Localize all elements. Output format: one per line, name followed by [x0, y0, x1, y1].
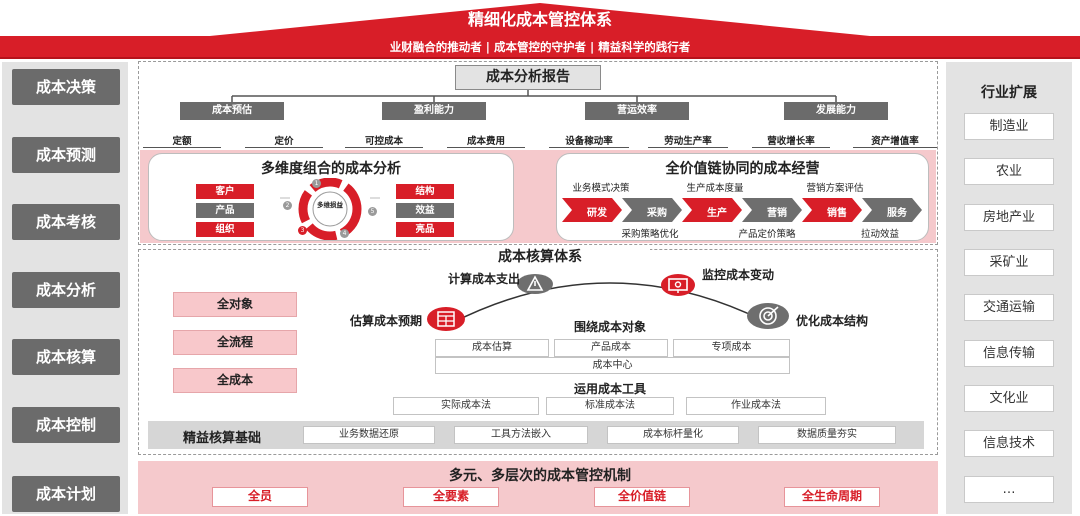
dim-center-label: 多维损益 — [317, 201, 343, 209]
mechanism-item[interactable]: 全要素 — [403, 487, 499, 507]
calculator-icon — [427, 307, 465, 331]
report-tree-lines — [231, 90, 837, 102]
report-leaf: 成本费用 — [447, 133, 525, 148]
right-panel: 行业扩展 制造业 农业 房地产业 采矿业 交通运输 信息传输 文化业 信息技术 … — [946, 62, 1072, 514]
roof-subtitle: 业财融合的推动者 | 成本管控的守护者 | 精益科学的践行者 — [389, 40, 691, 54]
report-leaf: 资产增值率 — [853, 133, 937, 148]
chain-stage: 销售 — [827, 208, 847, 219]
dim-step: 2 — [283, 201, 292, 210]
arc-label-left: 估算成本预期 — [349, 314, 422, 328]
dim-step: 4 — [340, 229, 349, 238]
object-cell: 专项成本 — [673, 339, 790, 357]
industry-item[interactable]: 信息传输 — [964, 340, 1054, 367]
value-chain-title: 全价值链协同的成本经营 — [665, 161, 820, 177]
tool-cell: 作业成本法 — [686, 397, 826, 415]
scope-button-process[interactable]: 全流程 — [173, 330, 297, 355]
foundation-title: 精益核算基础 — [182, 431, 261, 446]
industry-title: 行业扩展 — [981, 85, 1037, 101]
value-chain-arrows — [562, 198, 922, 222]
chain-stage: 服务 — [887, 208, 907, 219]
dim-tag-structure: 结构 — [396, 184, 454, 199]
value-chain-top-label: 业务模式决策 — [572, 183, 630, 194]
report-leaf: 设备稼动率 — [549, 133, 629, 148]
warning-icon — [517, 274, 553, 294]
value-chain-box — [556, 153, 929, 241]
arc-label-top-right: 监控成本变动 — [702, 268, 775, 282]
objects-title: 围绕成本对象 — [573, 320, 646, 334]
accounting-title: 成本核算体系 — [430, 246, 650, 266]
dim-step: 1 — [312, 179, 321, 188]
report-title: 成本分析报告 — [455, 65, 601, 90]
left-item-analysis[interactable]: 成本分析 — [12, 272, 120, 308]
report-group: 成本预估 — [180, 102, 284, 120]
analysis-section — [138, 61, 938, 245]
dim-step: 3 — [298, 226, 307, 235]
industry-item[interactable]: 制造业 — [964, 113, 1054, 140]
left-item-decision[interactable]: 成本决策 — [12, 69, 120, 105]
tool-cell: 标准成本法 — [546, 397, 674, 415]
dim-tag-highlight: 亮品 — [396, 222, 454, 237]
foundation-item: 数据质量夯实 — [758, 426, 896, 444]
dim-tag-product: 产品 — [196, 203, 254, 218]
tool-cell: 实际成本法 — [393, 397, 539, 415]
object-cell: 产品成本 — [554, 339, 668, 357]
industry-item[interactable]: 文化业 — [964, 385, 1054, 412]
chain-stage: 生产 — [707, 208, 727, 219]
dim-tag-org: 组织 — [196, 222, 254, 237]
object-cell: 成本估算 — [435, 339, 549, 357]
roof-title: 精细化成本管控体系 — [467, 10, 612, 29]
chain-stage: 采购 — [647, 208, 667, 219]
target-icon — [747, 303, 789, 329]
value-chain-top-label: 营销方案评估 — [806, 183, 864, 194]
left-item-assessment[interactable]: 成本考核 — [12, 204, 120, 240]
scope-button-cost[interactable]: 全成本 — [173, 368, 297, 393]
foundation-item: 工具方法嵌入 — [454, 426, 588, 444]
mechanism-item[interactable]: 全价值链 — [594, 487, 690, 507]
report-leaf: 可控成本 — [345, 133, 423, 148]
value-chain-bottom-label: 拉动效益 — [860, 229, 899, 240]
value-chain-bottom-label: 采购策略优化 — [621, 229, 679, 240]
arc-label-right: 优化成本结构 — [796, 314, 869, 328]
dim-tag-customer: 客户 — [196, 184, 254, 199]
tools-title: 运用成本工具 — [573, 382, 646, 396]
report-leaf: 定价 — [245, 133, 323, 148]
industry-item[interactable]: 采矿业 — [964, 249, 1054, 276]
report-leaf: 定额 — [143, 133, 221, 148]
industry-item[interactable]: 信息技术 — [964, 430, 1054, 457]
left-panel: 成本决策 成本预测 成本考核 成本分析 成本核算 成本控制 成本计划 — [2, 62, 128, 514]
mechanism-item[interactable]: 全生命周期 — [784, 487, 880, 507]
industry-item[interactable]: 房地产业 — [964, 204, 1054, 231]
dim-tag-benefit: 效益 — [396, 203, 454, 218]
multi-dim-title: 多维度组合的成本分析 — [261, 161, 401, 177]
chain-stage: 研发 — [587, 208, 607, 219]
left-item-accounting[interactable]: 成本核算 — [12, 339, 120, 375]
mechanism-title: 多元、多层次的成本管控机制 — [449, 468, 631, 484]
value-chain-bottom-label: 产品定价策略 — [738, 229, 796, 240]
value-chain-top-label: 生产成本度量 — [686, 183, 744, 194]
industry-item[interactable]: … — [964, 476, 1054, 503]
foundation-item: 成本标杆量化 — [607, 426, 739, 444]
left-item-control[interactable]: 成本控制 — [12, 407, 120, 443]
report-group: 发展能力 — [784, 102, 888, 120]
industry-item[interactable]: 交通运输 — [964, 294, 1054, 321]
cost-center-cell: 成本中心 — [435, 357, 790, 374]
dim-cycle-graphic — [280, 178, 380, 240]
report-group: 营运效率 — [585, 102, 689, 120]
report-leaf: 劳动生产率 — [648, 133, 728, 148]
chain-stage: 营销 — [767, 208, 787, 219]
mechanism-item[interactable]: 全员 — [212, 487, 308, 507]
dim-step: 5 — [368, 207, 377, 216]
industry-item[interactable]: 农业 — [964, 158, 1054, 185]
foundation-item: 业务数据还原 — [303, 426, 435, 444]
scope-button-objects[interactable]: 全对象 — [173, 292, 297, 317]
monitor-icon — [661, 274, 695, 296]
roof-banner — [0, 3, 1080, 59]
report-leaf: 营收增长率 — [752, 133, 830, 148]
left-item-forecast[interactable]: 成本预测 — [12, 137, 120, 173]
arc-label-top-left: 计算成本支出 — [447, 272, 520, 286]
report-group: 盈利能力 — [382, 102, 486, 120]
left-item-plan[interactable]: 成本计划 — [12, 476, 120, 512]
accounting-arc — [449, 282, 771, 325]
